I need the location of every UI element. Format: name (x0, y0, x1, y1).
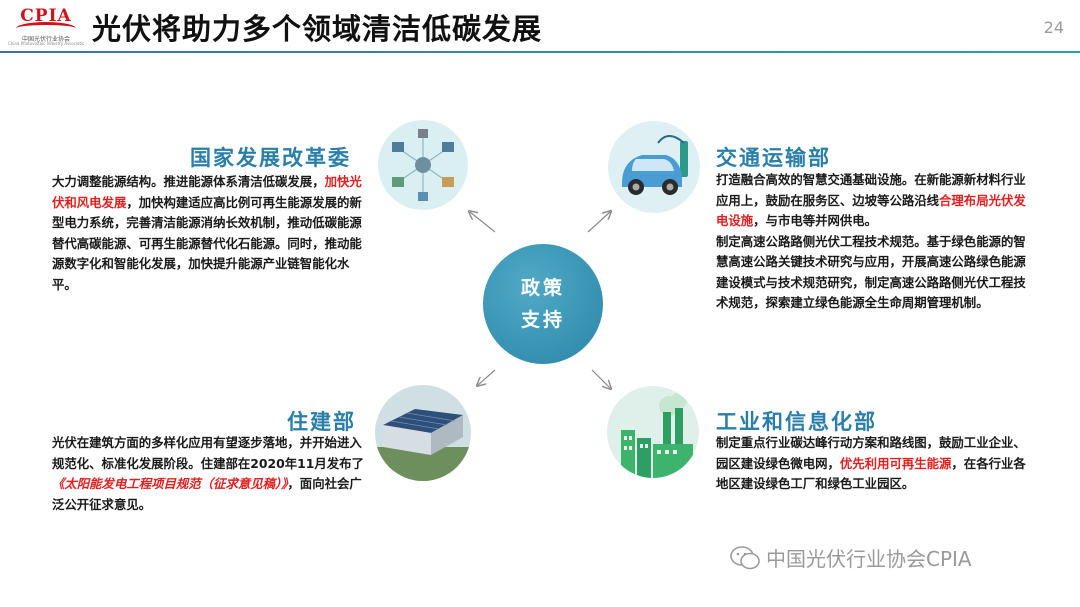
miit-text-part1: 制定重点行业碳达峰行动方案和路线图，鼓励工业企业、园区建设绿色微电网， (716, 435, 1026, 471)
arrow-icon (591, 369, 610, 388)
transport-text: 打造融合高效的智慧交通基础设施。在新能源新材料行业应用上，鼓励在服务区、边坡等公… (716, 170, 1034, 314)
arrow-icon (587, 212, 610, 233)
cpia-logo: CPIA 中国光伏行业协会 China Photovoltaic Industr… (8, 4, 84, 46)
logo-english-subtitle: China Photovoltaic Industry Association (8, 41, 84, 46)
watermark: 中国光伏行业协会CPIA (730, 543, 972, 572)
arrow-icon (470, 212, 496, 233)
slide-header: CPIA 中国光伏行业协会 China Photovoltaic Industr… (0, 0, 1080, 52)
energy-network-icon (378, 120, 468, 210)
watermark-text: 中国光伏行业协会CPIA (766, 547, 972, 571)
miit-text: 制定重点行业碳达峰行动方案和路线图，鼓励工业企业、园区建设绿色微电网，优先利用可… (716, 433, 1034, 495)
ndrc-text: 大力调整能源结构。推进能源体系清洁低碳发展，加快光伏和风电发展，加快构建适应高比… (52, 172, 374, 295)
ndrc-highlight: 加快光伏和风电发展 (52, 174, 362, 210)
slide-title: 光伏将助力多个领域清洁低碳发展 (92, 12, 543, 46)
miit-highlight: 优先利用可再生能源 (839, 455, 952, 471)
center-line2: 支持 (520, 309, 565, 331)
housing-text-part1: 光伏在建筑方面的多样化应用有望逐步落地，并开始进入规范化、标准化发展阶段。住建部… (52, 435, 364, 471)
electric-car-icon (608, 121, 700, 213)
page-number: 24 (1043, 18, 1064, 37)
transport-highlight: 合理布局光伏发电设施 (716, 192, 1026, 229)
ndrc-text-part1: 大力调整能源结构。推进能源体系清洁低碳发展， (52, 174, 325, 189)
housing-heading: 住建部 (287, 410, 356, 434)
title-underline (0, 51, 1080, 53)
logo-subtitle: 中国光伏行业协会 (21, 36, 70, 43)
solar-rooftop-icon (375, 385, 471, 481)
housing-text: 光伏在建筑方面的多样化应用有望逐步落地，并开始进入规范化、标准化发展阶段。住建部… (52, 433, 370, 515)
transport-text-part3: ，与市电等并网供电。 (753, 213, 878, 228)
housing-highlight: 《太阳能发电工程项目规范（征求意见稿）》 (52, 476, 288, 491)
logo-text: CPIA (20, 6, 72, 26)
logo-arc (16, 22, 76, 35)
green-factory-icon (607, 386, 699, 478)
miit-heading: 工业和信息化部 (716, 410, 877, 434)
transport-text-part4: 制定高速公路路侧光伏工程技术规范。基于绿色能源的智慧高速公路关键技术研究与应用，… (716, 233, 1026, 311)
center-line1: 政策 (520, 277, 565, 299)
ndrc-text-part3: ，加快构建适应高比例可再生能源发展的新型电力系统，完善清洁能源消纳长效机制，推动… (52, 194, 362, 292)
policy-support-circle: 政策 支持 (483, 244, 603, 364)
housing-text-part3: ，面向社会广泛公开征求意见。 (52, 476, 362, 512)
transport-heading: 交通运输部 (716, 146, 831, 170)
ndrc-heading: 国家发展改革委 (190, 146, 351, 170)
transport-text-part1: 打造融合高效的智慧交通基础设施。在新能源新材料行业应用上，鼓励在服务区、边坡等公… (716, 172, 1026, 208)
miit-text-part3: ，在各行业各地区建设绿色工厂和绿色工业园区。 (716, 455, 1026, 492)
arrow-icon (478, 369, 496, 385)
wechat-icon (730, 545, 760, 569)
